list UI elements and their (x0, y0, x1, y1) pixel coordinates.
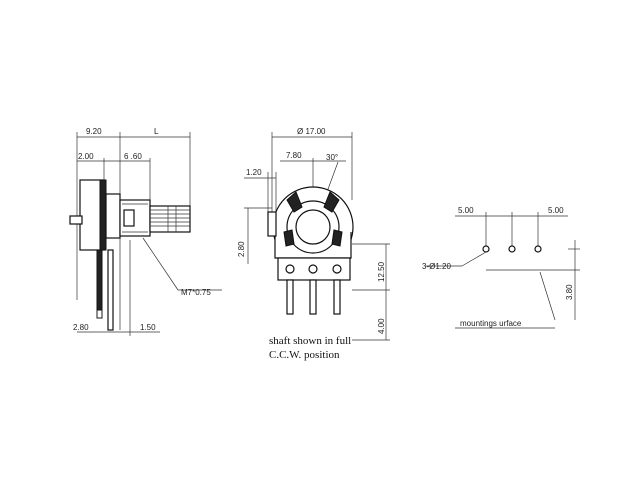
dim-4-00: 4.00 (377, 318, 386, 334)
hole-3 (534, 245, 542, 253)
pitch-right: 5.00 (548, 206, 564, 215)
dim-dia-17: Ø 17.00 (297, 127, 326, 136)
front-pin-3 (333, 279, 341, 315)
hole-label: 3-Ø1.20 (422, 262, 451, 271)
hole-1 (482, 245, 490, 253)
dim-9-20: 9.20 (86, 127, 102, 136)
angle-30: 30° (326, 153, 338, 162)
tab (69, 215, 83, 225)
caption-line-1: shaft shown in full (269, 335, 351, 347)
pcb-layout: 5.00 5.00 3-Ø1.20 3.80 mountings urface (422, 206, 580, 329)
pin-1 (96, 249, 103, 311)
dim-2-00: 2.00 (78, 152, 94, 161)
side-view: 9.20 L 2.00 6 .60 M7*0.75 2.80 (69, 127, 222, 336)
dim-L: L (154, 127, 159, 136)
terminal-3 (332, 264, 342, 274)
pitch-left: 5.00 (458, 206, 474, 215)
pin-2 (107, 249, 114, 331)
dim-6-60: 6 .60 (124, 152, 142, 161)
dim-7-80: 7.80 (286, 151, 302, 160)
front-view: Ø 17.00 7.80 30° 1.20 2.80 (237, 127, 390, 361)
terminal-1 (285, 264, 295, 274)
dim-2-80-front: 2.80 (237, 241, 246, 257)
front-pin-2 (309, 279, 317, 315)
terminal-2 (308, 264, 318, 274)
dim-12-50: 12.50 (377, 261, 386, 282)
front-tab (267, 211, 277, 237)
thread-label: M7*0.75 (181, 288, 211, 297)
nut (123, 209, 135, 227)
housing-flange (99, 179, 107, 251)
mounting-surface-label: mountings urface (460, 319, 522, 328)
front-pin-1 (286, 279, 294, 315)
dim-1-50: 1.50 (140, 323, 156, 332)
hole-2 (508, 245, 516, 253)
dim-3-80: 3.80 (565, 284, 574, 300)
dim-1-20: 1.20 (246, 168, 262, 177)
bushing-base (105, 193, 121, 239)
shaft-end (295, 209, 331, 245)
caption-line-2: C.C.W. position (269, 349, 340, 361)
dim-2-80-side: 2.80 (73, 323, 89, 332)
